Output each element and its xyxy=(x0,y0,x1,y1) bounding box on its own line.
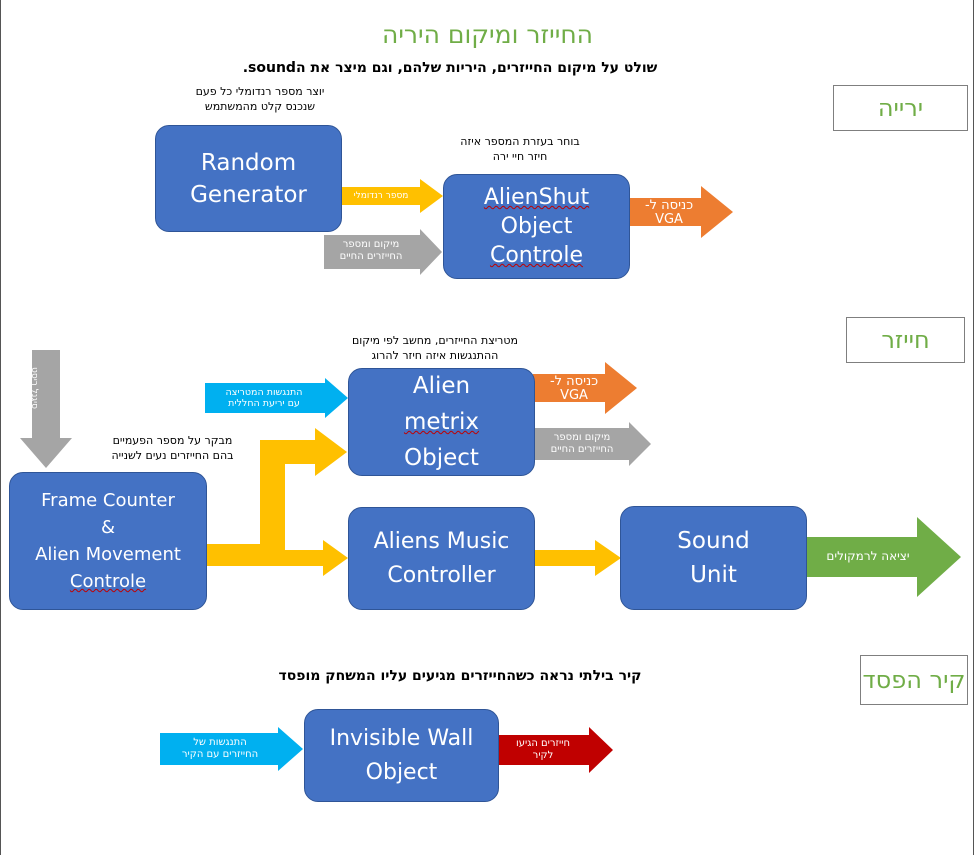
alienshut-object: Object xyxy=(500,214,573,239)
aliens-reached-wall-label: חייזרים הגיעו לקיר xyxy=(515,738,571,761)
invisible-wall-text: Invisible Wall Object xyxy=(329,725,474,785)
sound-unit-text: Sound Unit xyxy=(677,528,750,588)
speakers-out-label: יציאה לרמקולים xyxy=(826,549,910,563)
alien-matrix-box: Alien metrix Object xyxy=(348,368,535,476)
alienshut-title: AlienShut xyxy=(483,185,590,210)
alienshut-note: בוחר בעזרת המספר איזה חיזר חיי ירה xyxy=(460,135,580,163)
vga-entry-arrow-2 xyxy=(533,362,638,414)
alive-aliens-in-arrow xyxy=(324,229,444,275)
frame-counter-line4: Controle xyxy=(69,571,147,592)
vga-entry-arrow-1 xyxy=(627,186,735,238)
random-number-arrow xyxy=(340,179,445,213)
alive-aliens-out-arrow xyxy=(533,422,653,466)
frame-to-matrix-arrow xyxy=(205,410,350,560)
section-shot-label: ירייה xyxy=(833,85,968,131)
alive-aliens-in-label: מיקום ומספר החייזרים החיים xyxy=(339,239,403,262)
section-alien-label: חייזר xyxy=(846,317,965,363)
alien-matrix-note: מטריצת החייזרים, מחשב לפי מיקום ההתנגשות… xyxy=(351,334,518,362)
wall-note: קיר בילתי נראה כשהחייזרים מגיעים עליו המ… xyxy=(278,668,642,684)
frame-counter-line1: Frame Counter xyxy=(41,490,175,511)
reset-signal-label: סיגנל ריסט xyxy=(29,367,39,409)
aliens-reached-wall-arrow xyxy=(497,727,615,773)
page-title: החייזר ומיקום היריה xyxy=(382,20,593,49)
frame-counter-box: Frame Counter & Alien Movement Controle xyxy=(9,472,207,610)
random-number-label: מספר רנדומלי xyxy=(353,191,409,201)
wall-collision-label: התנגשות של החייזרים עם הקיר xyxy=(181,737,259,760)
page-subtitle: שולט על מיקום החייזרים, היריות שלהם, וגם… xyxy=(242,60,658,76)
music-to-sound-arrow xyxy=(533,540,623,576)
matrix-collision-label: התנגשות המטריצה עם יריעת החללית xyxy=(225,387,303,409)
alienshut-controle: Controle xyxy=(489,243,584,268)
vga-entry-label-1: כניסה ל- VGA xyxy=(644,198,694,227)
speakers-out-arrow xyxy=(805,517,963,597)
frame-to-music-arrow xyxy=(205,540,350,576)
frame-counter-note: מבקר על מספר הפעמיים בהם החייזרים נעים ל… xyxy=(111,434,234,462)
invisible-wall-box: Invisible Wall Object xyxy=(304,709,499,802)
alive-aliens-out-label: מיקום ומספר החייזרים החיים xyxy=(550,432,614,455)
random-generator-text: Random Generator xyxy=(190,149,307,208)
reset-signal-arrow xyxy=(20,350,72,470)
sound-unit-box: Sound Unit xyxy=(620,506,807,610)
alienshut-box: AlienShut Object Controle xyxy=(443,174,630,279)
random-generator-box: Random Generator xyxy=(155,125,342,232)
vga-entry-label-2: כניסה ל- VGA xyxy=(549,374,599,403)
aliens-music-text: Aliens Music Controller xyxy=(373,528,510,588)
alien-matrix-object: Object xyxy=(404,445,479,471)
section-wall-label: קיר הפסד xyxy=(860,655,968,705)
alien-matrix-title: Alien metrix xyxy=(403,373,480,435)
wall-collision-arrow xyxy=(160,727,305,771)
aliens-music-box: Aliens Music Controller xyxy=(348,507,535,610)
matrix-collision-arrow xyxy=(205,378,350,418)
frame-counter-line2: & xyxy=(100,517,116,538)
random-generator-note: יוצר מספר רנדומלי כל פעם שנכנס קלט מהמשת… xyxy=(195,85,325,113)
frame-counter-line3: Alien Movement xyxy=(35,544,181,565)
